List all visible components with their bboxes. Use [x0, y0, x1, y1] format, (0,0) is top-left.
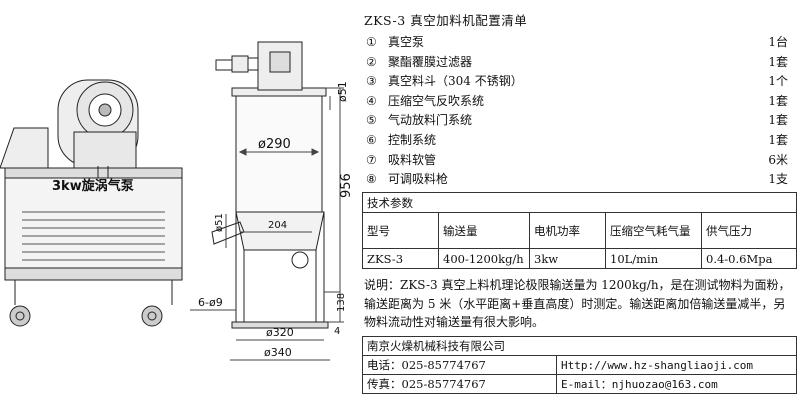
dim-4: 4	[334, 326, 340, 337]
item-number: ⑥	[366, 132, 377, 147]
item-name: 真空料斗（304 不锈钢）	[388, 74, 523, 89]
table-cell: 400-1200kg/h	[438, 248, 530, 269]
item-qty: 6米	[768, 152, 788, 167]
item-qty: 1台	[768, 35, 788, 49]
header-cell: 压缩空气耗气量	[605, 212, 702, 249]
list-item: ③ 真空料斗（304 不锈钢） 1个	[362, 72, 792, 92]
item-number: ⑧	[366, 172, 377, 187]
item-name: 吸料软管	[388, 152, 437, 167]
fax-text: 传真：025-85774767	[362, 374, 557, 394]
specs-table: 技术参数 型号 输送量 电机功率 压缩空气耗气量 供气压力 ZKS-3 400-…	[362, 192, 797, 269]
dim-phi51-side: ø51	[214, 213, 225, 232]
item-name: 气动放料门系统	[388, 113, 473, 128]
dimension-lines	[190, 87, 344, 361]
header-cell: 电机功率	[529, 212, 606, 249]
item-number: ④	[366, 93, 377, 108]
item-qty: 1套	[768, 113, 788, 128]
spec-panel: ZKS-3 真空加料机配置清单 ① 真空泵 1台 ② 聚酯覆膜过滤器 1套 ③ 真空料斗（…	[362, 0, 798, 400]
list-item: ⑤ 气动放料门系统 1套	[362, 111, 792, 131]
header-cell: 供气压力	[701, 212, 797, 249]
email-link[interactable]: E-mail：njhuozao@163.com	[556, 374, 797, 394]
item-name: 真空泵	[388, 35, 425, 49]
item-name: 控制系统	[388, 132, 437, 147]
list-item: ② 聚酯覆膜过滤器 1套	[362, 53, 792, 73]
table-cell: 0.4-0.6Mpa	[701, 248, 797, 269]
item-qty: 1套	[768, 132, 788, 147]
item-number: ⑦	[366, 152, 377, 167]
dim-138: 138	[336, 293, 347, 312]
table-cell: ZKS-3	[362, 248, 439, 269]
list-item: ⑦ 吸料软管 6米	[362, 151, 792, 171]
dim-6phi9: 6-ø9	[198, 296, 223, 309]
item-number: ⑤	[366, 113, 377, 128]
note-text: 说明：ZKS-3 真空上料机理论极限输送量为 1200kg/h，是在测试物料为面…	[364, 278, 791, 329]
list-item: ⑧ 可调吸料枪 1支	[362, 170, 792, 190]
item-number: ②	[366, 54, 377, 69]
dim-phi340: ø340	[264, 346, 292, 359]
table-row: ZKS-3 400-1200kg/h 3kw 10L/min 0.4-0.6Mp…	[362, 248, 797, 269]
vacuum-pump-cabinet	[0, 127, 183, 327]
item-name: 压缩空气反吹系统	[388, 93, 485, 108]
list-item: ④ 压缩空气反吹系统 1套	[362, 92, 792, 112]
item-qty: 1个	[768, 74, 788, 89]
header-cell: 型号	[362, 212, 439, 249]
technical-drawing: 3kw旋涡气泵 ø51 ø290 956 ø51 204 6-ø9 138 ø3…	[0, 41, 354, 361]
config-list: ① 真空泵 1台 ② 聚酯覆膜过滤器 1套 ③ 真空料斗（304 不锈钢） 1个 ④ 压缩空气…	[362, 33, 792, 190]
item-number: ①	[366, 35, 377, 49]
item-name: 可调吸料枪	[388, 172, 449, 187]
list-item: ⑥ 控制系统 1套	[362, 131, 792, 151]
item-name: 聚酯覆膜过滤器	[388, 54, 473, 69]
dim-phi290: ø290	[258, 137, 291, 152]
item-number: ③	[366, 74, 377, 89]
pump-label: 3kw旋涡气泵	[52, 178, 134, 194]
specs-heading: 技术参数	[362, 192, 797, 213]
dim-phi320: ø320	[266, 326, 294, 339]
item-qty: 1支	[768, 172, 788, 187]
phone-text: 电话：025-85774767	[362, 355, 557, 375]
list-item: ① 真空泵 1台	[362, 33, 792, 53]
dim-phi51-top: ø51	[336, 81, 349, 102]
item-qty: 1套	[768, 54, 788, 69]
table-cell: 3kw	[529, 248, 606, 269]
hopper-body	[211, 41, 329, 329]
company-name: 南京火燥机械科技有限公司	[362, 336, 797, 356]
config-title: ZKS-3 真空加料机配置清单	[364, 13, 528, 28]
table-cell: 10L/min	[605, 248, 702, 269]
item-qty: 1套	[768, 93, 788, 108]
dim-956: 956	[339, 173, 354, 198]
header-cell: 输送量	[438, 212, 530, 249]
vortex-blower	[57, 79, 139, 178]
dim-204: 204	[268, 220, 287, 231]
website-link[interactable]: Http://www.hz-shangliaoji.com	[556, 355, 797, 375]
contact-table: 南京火燥机械科技有限公司 电话：025-85774767 Http://www.…	[362, 336, 797, 394]
